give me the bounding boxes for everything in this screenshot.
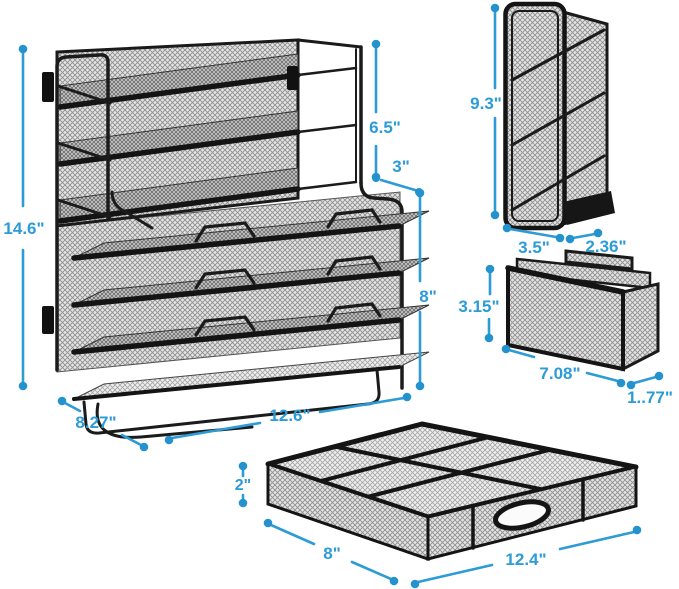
dim-main-lower-height-label: 8" [419, 287, 437, 306]
box-front-top-bar [505, 265, 626, 295]
vfh-slant-divider [510, 91, 606, 147]
dim-main-width-label: 12.6" [269, 406, 310, 425]
dim-main-width: 12.6" [164, 392, 412, 445]
dim-main-depth: 8.27" [57, 396, 149, 452]
shelf-side-brace [296, 123, 358, 134]
dim-box-depth-label: 1..77" [627, 388, 673, 407]
dim-vfh-width-label: 2.36" [585, 237, 626, 256]
dim-tray-depth-label: 8" [323, 544, 341, 563]
vfh-base [563, 191, 615, 225]
tray-bar [71, 270, 402, 308]
shelf-brace [56, 141, 112, 162]
dim-main-upper-height: 6.5" [369, 39, 401, 182]
tray-bar [71, 317, 402, 355]
tray-handle [326, 208, 382, 229]
shelf-bar [57, 72, 301, 110]
shelf-brace [56, 84, 112, 105]
main-base-skirt [82, 368, 381, 435]
vfh-side-panel [561, 10, 609, 226]
dim-box-height-label: 3.15" [458, 297, 499, 316]
dim-tray-height-label: 2" [235, 477, 251, 494]
tray-divider [365, 448, 551, 499]
main-step-profile [359, 181, 404, 390]
dim-main-depth-label: 8.27" [75, 413, 116, 432]
vfh-front-inner-frame [511, 10, 559, 222]
main-side-frame [296, 38, 363, 49]
shelf-bar [57, 186, 301, 224]
dim-vfh-depth: 3.5" [502, 223, 565, 257]
dim-tray-width: 12.4" [410, 525, 642, 589]
dim-main-height: 14.6" [3, 44, 45, 391]
dim-tray-depth: 8" [263, 518, 399, 586]
shelf-bar [57, 129, 301, 167]
dim-box-height: 3.15" [458, 264, 500, 343]
main-bottom-bar [72, 365, 401, 401]
dim-vfh-height: 9.3" [470, 3, 502, 220]
tray-handle [194, 221, 256, 243]
dim-box-depth: 1..77" [626, 371, 673, 407]
shelf-side-brace [296, 66, 358, 77]
dim-main-step-label: 3" [392, 157, 410, 176]
main-letter-trays [71, 208, 430, 355]
tray-handle [326, 255, 382, 276]
dim-tray-height: 2" [235, 461, 251, 508]
clip-tab [42, 72, 54, 102]
vertical-file-holder-illustration [503, 1, 615, 231]
dim-vfh-height-label: 9.3" [470, 94, 502, 113]
tray-handle [194, 268, 256, 290]
dim-vfh-width: 2.36" [565, 228, 627, 256]
accessory-box-illustration [505, 249, 660, 372]
shelf-brace [56, 198, 112, 219]
dim-tray-width-label: 12.4" [505, 550, 546, 569]
dim-box-width-label: 7.08" [539, 364, 580, 383]
vfh-slant-divider [510, 28, 606, 82]
tray-divider [319, 435, 491, 483]
drawer-tray-illustration [265, 421, 639, 562]
tray-bar [71, 223, 402, 261]
dim-vfh-depth-label: 3.5" [518, 238, 550, 257]
tray-handle [194, 315, 256, 337]
vfh-front-frame [503, 1, 567, 231]
main-organizer-illustration [42, 38, 430, 439]
dim-main-lower-height: 8" [415, 188, 437, 391]
dim-main-height-label: 14.6" [3, 219, 44, 238]
dim-main-step: 3" [372, 157, 423, 196]
tray-divider [335, 445, 542, 491]
dim-box-width: 7.08" [501, 344, 626, 388]
dim-main-upper-height-label: 6.5" [369, 118, 401, 137]
main-base-loop [95, 402, 254, 439]
main-lower-left-curve [110, 190, 154, 230]
main-slanted-shelves [56, 53, 358, 224]
clip-tab [42, 306, 54, 334]
box-top-tab [564, 249, 634, 271]
main-left-post [55, 53, 110, 372]
box-right-side [621, 282, 660, 372]
tray-handle [326, 302, 382, 323]
vfh-slant-divider [510, 154, 606, 212]
clip-tab [287, 66, 298, 90]
shelf-side-brace [296, 180, 358, 191]
tray-handle-cutout [493, 499, 551, 531]
